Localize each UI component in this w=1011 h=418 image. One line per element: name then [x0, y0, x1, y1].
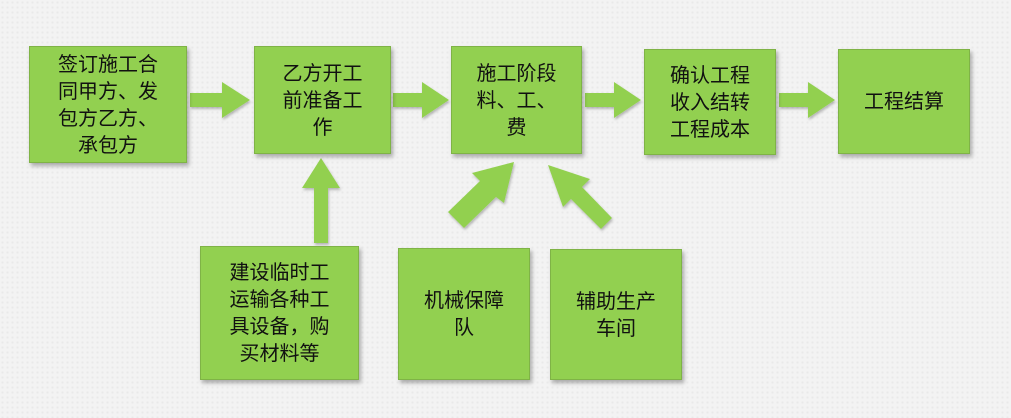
confirm-revenue-cost-box: 确认工程 收入结转 工程成本: [644, 49, 776, 155]
arrow-aux-to-construction: [548, 165, 612, 229]
preparation-box: 乙方开工 前准备工 作: [254, 46, 391, 154]
temporary-facilities-box: 建设临时工 运输各种工 具设备，购 买材料等: [200, 246, 359, 380]
construction-stage-box: 施工阶段 料、工、 费: [451, 46, 582, 154]
arrow-construction-to-confirm: [585, 82, 641, 118]
arrow-preparation-to-construction: [393, 82, 449, 118]
machinery-team-box: 机械保障 队: [398, 248, 530, 380]
arrow-confirm-to-settlement: [779, 82, 835, 118]
sign-contract-box: 签订施工合 同甲方、发 包方乙方、 承包方: [29, 46, 187, 163]
arrow-facilities-to-preparation: [302, 158, 340, 243]
settlement-box: 工程结算: [838, 49, 970, 154]
arrow-contract-to-preparation: [190, 82, 250, 118]
arrow-machinery-to-construction: [448, 162, 514, 228]
auxiliary-workshop-box: 辅助生产 车间: [550, 249, 682, 380]
